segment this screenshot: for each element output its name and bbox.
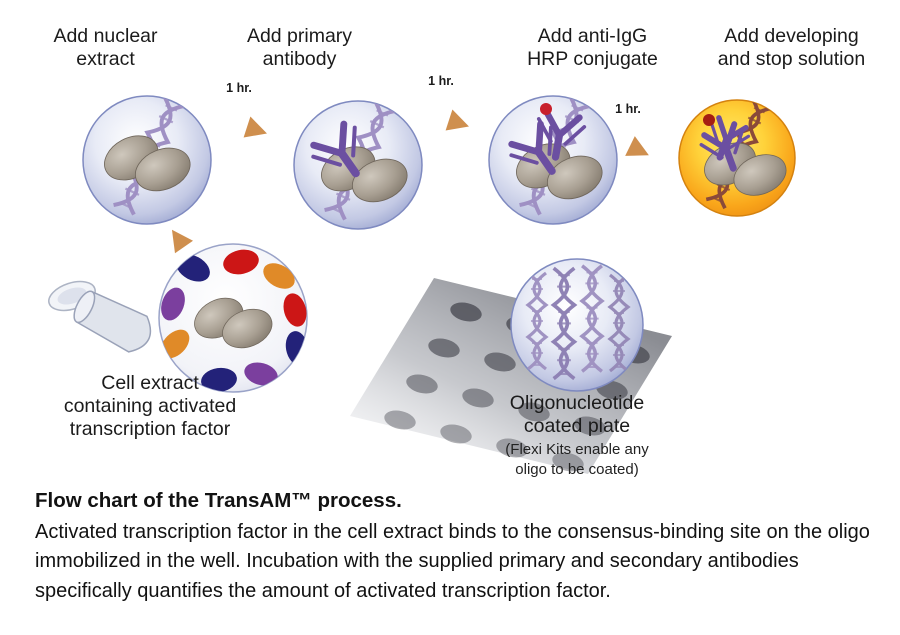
- arrow-step1-to-step2: [243, 116, 271, 144]
- caption-body: Activated transcription factor in the ce…: [35, 521, 870, 602]
- step-circle-1: [82, 95, 212, 225]
- step-label-nuclear-extract: Add nuclear extract: [53, 25, 158, 70]
- step-circle-2: [293, 100, 423, 230]
- figure-caption: Flow chart of the TransAM™ process. Acti…: [35, 489, 890, 606]
- incubation-time-1: 1 hr.: [226, 81, 252, 95]
- step-label-developing-stop: Add developing and stop solution: [717, 25, 866, 70]
- arrow-step3-to-step4: [625, 136, 654, 166]
- incubation-time-3: 1 hr.: [615, 102, 641, 116]
- oligo-sphere: [510, 258, 644, 392]
- plate-note: (Flexi Kits enable any oligo to be coate…: [505, 441, 649, 478]
- step-circle-3: [488, 95, 618, 225]
- tube-opening: [73, 290, 96, 324]
- step-label-hrp-conjugate: Add anti-IgG HRP conjugate: [527, 25, 658, 70]
- cell-extract-contents: [160, 249, 307, 392]
- incubation-time-2: 1 hr.: [428, 74, 454, 88]
- arrow-step2-to-step3: [445, 109, 473, 137]
- cell-extract-tube: [48, 280, 152, 353]
- tube-body: [73, 290, 152, 353]
- plate-label: Oligonucleotide coated plate: [509, 392, 645, 437]
- hrp-dot: [540, 103, 552, 115]
- hrp-dot: [703, 114, 715, 126]
- arrow-extract-to-step1: [162, 223, 194, 254]
- cell-extract-label: Cell extract containing activated transc…: [63, 372, 237, 440]
- cell-extract-circle: [158, 243, 308, 393]
- caption-title: Flow chart of the TransAM™ process.: [35, 489, 402, 512]
- step-circle-4: [678, 99, 796, 217]
- step-label-primary-antibody: Add primary antibody: [246, 25, 353, 70]
